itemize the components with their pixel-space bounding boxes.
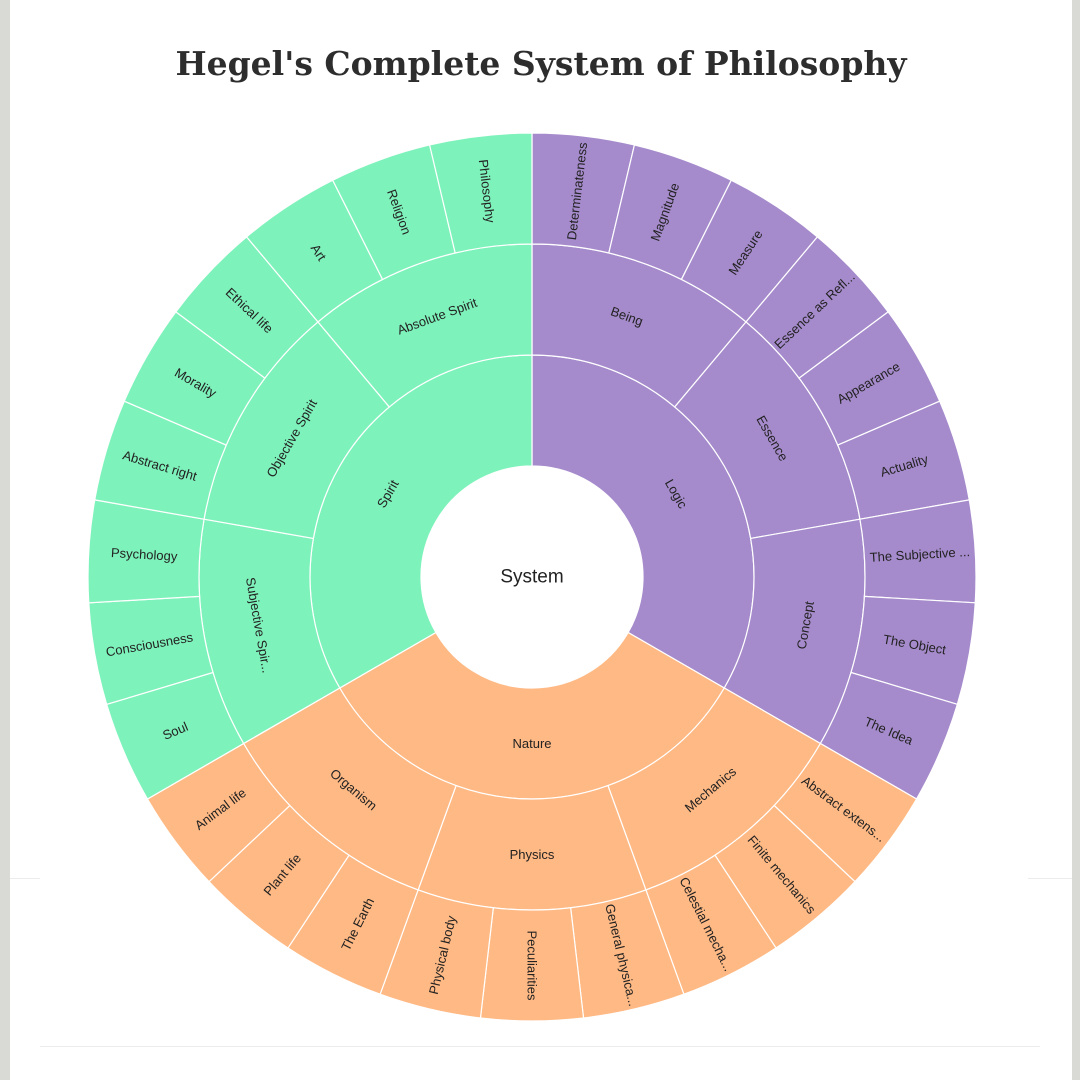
sunburst-segment-philosophy[interactable] bbox=[428, 132, 533, 254]
background-divider bbox=[40, 1046, 1040, 1047]
segment-label-psychology: Psychology bbox=[111, 545, 179, 564]
chart-title: Hegel's Complete System of Philosophy bbox=[175, 44, 907, 83]
segment-label-nature: Nature bbox=[512, 736, 551, 751]
chart-page: Hegel's Complete System of Philosophy Sy… bbox=[10, 0, 1072, 1080]
sunburst-root[interactable] bbox=[421, 466, 643, 688]
segment-label-peculiarities: Peculiarities bbox=[525, 930, 540, 1001]
background-divider bbox=[1028, 878, 1072, 879]
segment-label-the-subjective-concept: The Subjective ... bbox=[869, 544, 970, 565]
root-label: System bbox=[500, 567, 563, 588]
background-divider bbox=[10, 878, 40, 879]
segment-label-physics: Physics bbox=[510, 847, 555, 862]
segment-label-philosophy: Philosophy bbox=[476, 159, 498, 224]
